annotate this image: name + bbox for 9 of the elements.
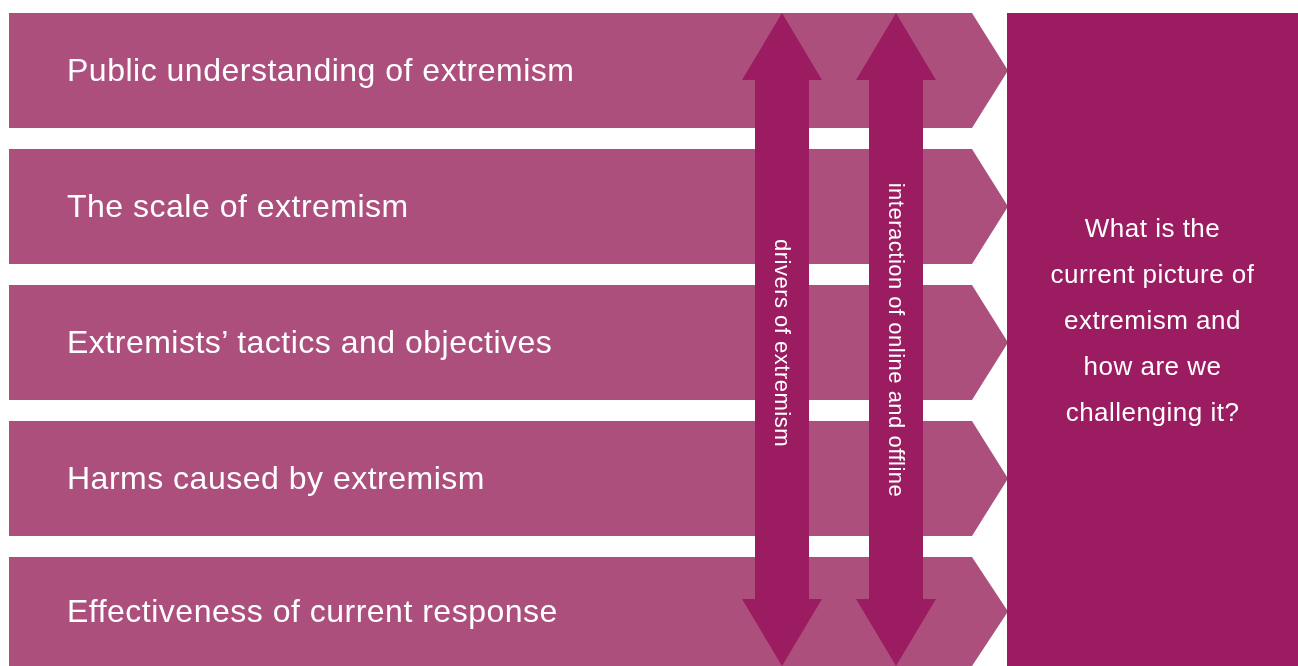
band-label: The scale of extremism: [67, 188, 409, 225]
result-box: [1007, 13, 1298, 666]
band-label: Harms caused by extremism: [67, 460, 485, 497]
arrow-label: drivers of extremism: [769, 239, 795, 447]
question-text: What is the current picture of extremism and how are we challenging it?: [1049, 211, 1256, 429]
arrow-label: interaction of online and offline: [883, 182, 909, 498]
band-label: Public understanding of extremism: [67, 52, 575, 89]
band-label: Extremists’ tactics and objectives: [67, 324, 553, 361]
band-label: Effectiveness of current response: [67, 593, 558, 630]
